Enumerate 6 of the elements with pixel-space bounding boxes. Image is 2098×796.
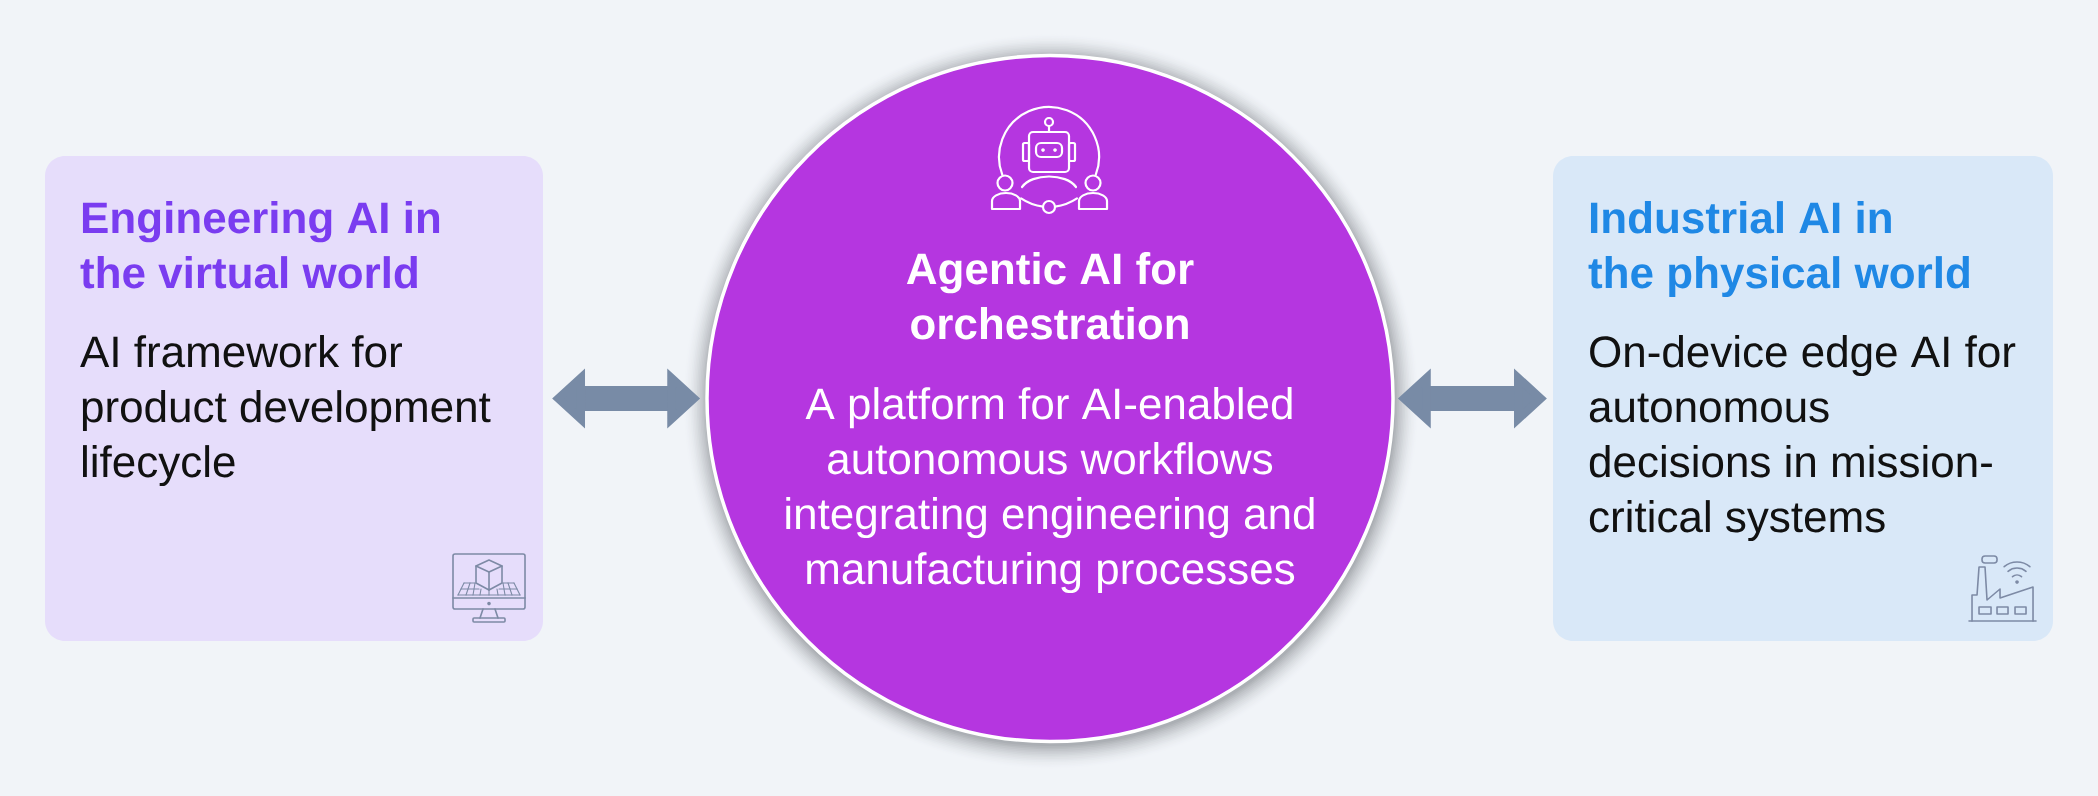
body-text: A platform for AI-enabled autonomous workflows integrating engineering and manufacturing processes: [786, 387, 1314, 594]
heading: Industrial AI in the physical world: [1588, 201, 1969, 298]
heading: Agentic AI for orchestration: [906, 252, 1194, 340]
body-text: AI framework for product development lifecycle: [80, 335, 491, 487]
body-text: On-device edge AI for autonomous decisions in mission-critical systems: [1589, 335, 2016, 542]
heading: Engineering AI in the virtual world: [80, 201, 440, 289]
